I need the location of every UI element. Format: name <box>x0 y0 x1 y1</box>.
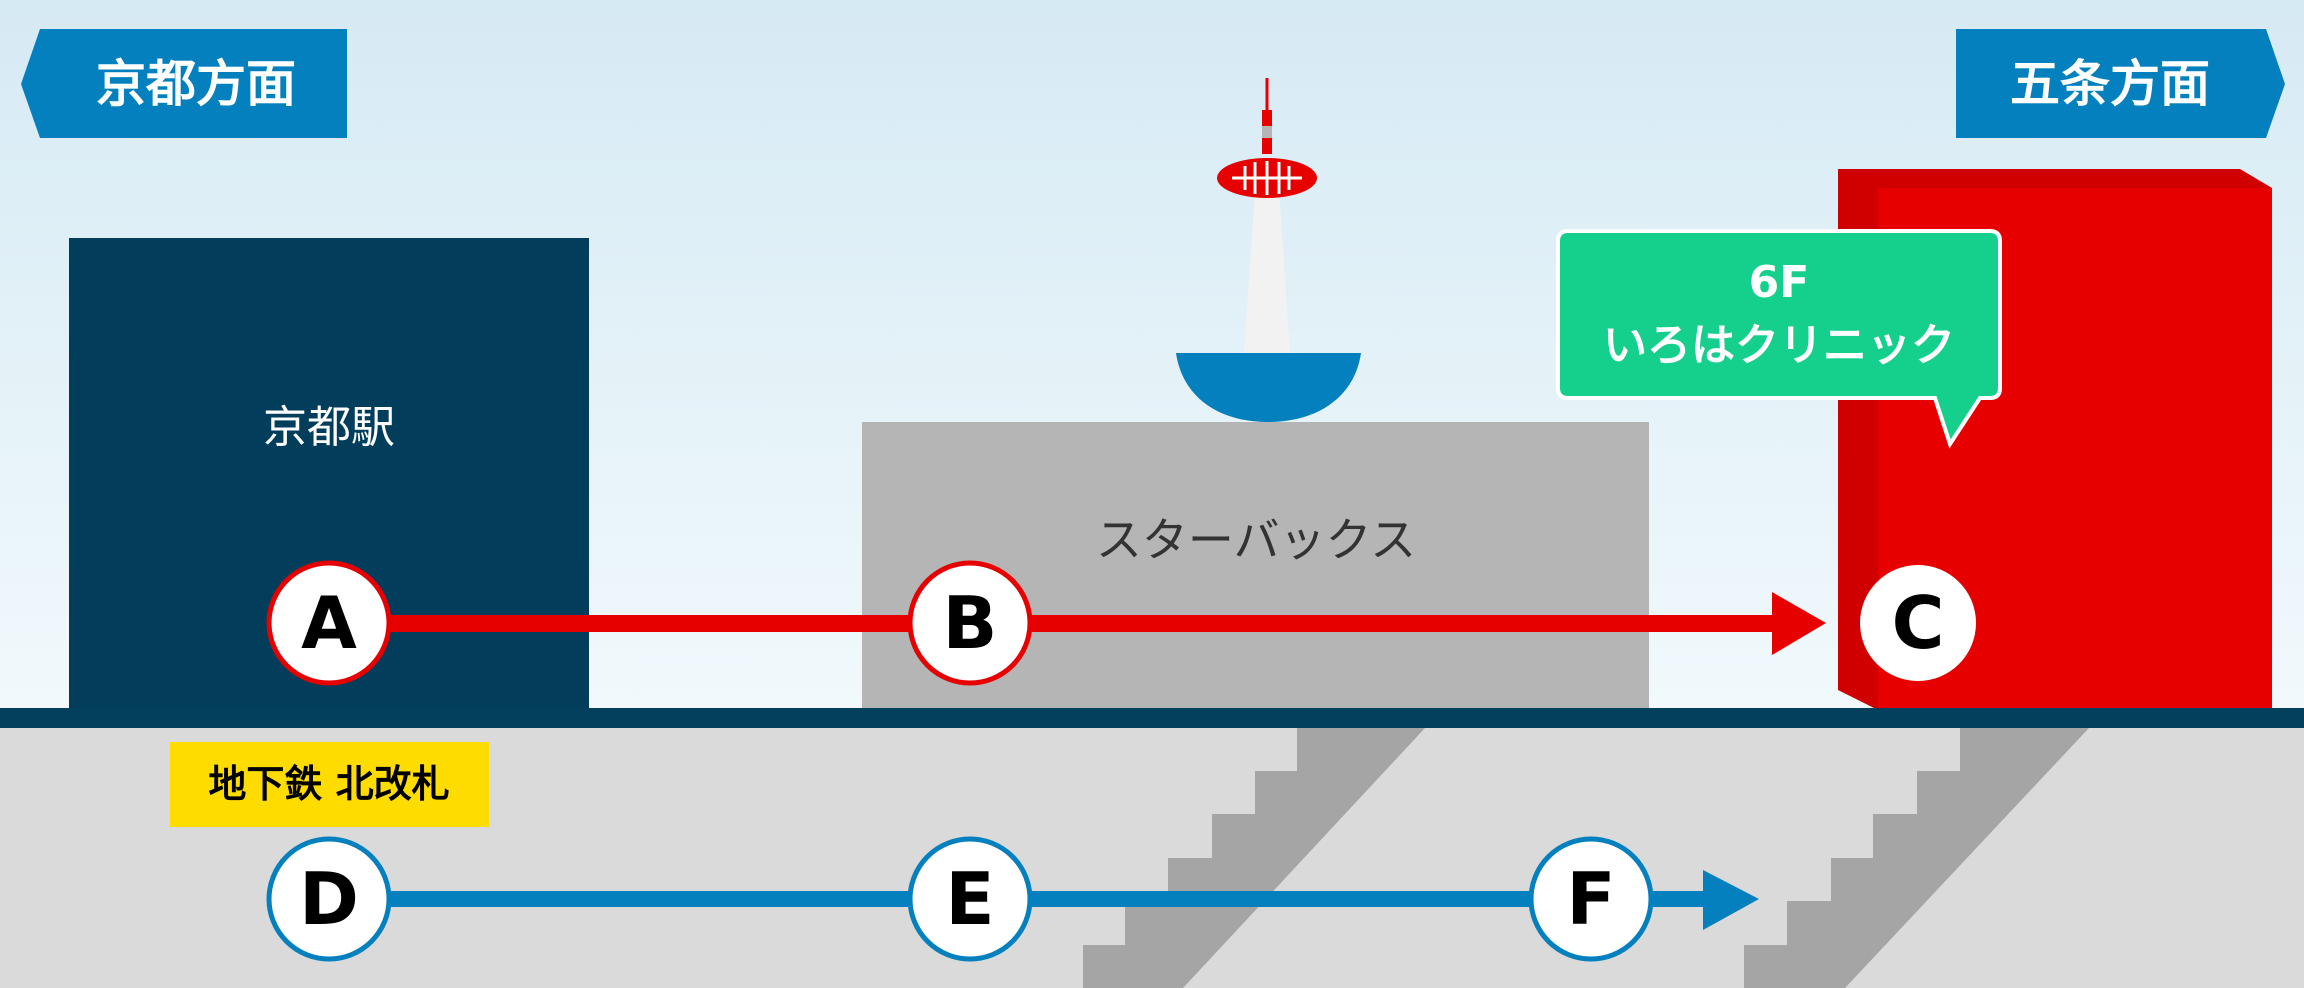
point-e-label: E <box>945 857 994 941</box>
left-arrow-sign-icon <box>21 29 347 138</box>
bubble-clinic-name: いろはクリニック <box>1603 320 1955 371</box>
point-a-label: A <box>301 581 357 665</box>
point-d-label: D <box>299 857 359 941</box>
stairs-1 <box>1083 728 1425 988</box>
point-f[interactable]: F <box>1528 836 1654 962</box>
point-c[interactable]: C <box>1860 565 1976 681</box>
point-b-label: B <box>943 581 998 665</box>
ground-route-arrow-icon <box>1772 592 1826 655</box>
subway-gate-label-box <box>170 742 489 827</box>
ground-route-line <box>329 615 1779 632</box>
sign-left-label: 京都方面 <box>96 55 296 113</box>
point-c-label: C <box>1892 581 1945 665</box>
direction-sign-gojo[interactable]: 五条方面 <box>1956 29 2285 138</box>
point-b[interactable]: B <box>907 560 1033 686</box>
bubble-floor: 6F <box>1749 257 1810 308</box>
station-label: 京都駅 <box>263 402 395 453</box>
kyoto-tower-icon <box>1176 78 1361 422</box>
underground-route-arrow-icon <box>1703 870 1759 930</box>
clinic-speech-bubble: 6F いろはクリニック <box>1556 229 2002 449</box>
stairs-2 <box>1744 728 2089 988</box>
subway-gate-label: 地下鉄 北改札 <box>208 762 449 806</box>
direction-sign-kyoto[interactable]: 京都方面 <box>21 29 347 138</box>
right-arrow-sign-icon <box>1956 29 2285 138</box>
starbucks-label: スターバックス <box>1096 513 1416 567</box>
point-e[interactable]: E <box>907 836 1033 962</box>
point-f-label: F <box>1566 857 1615 941</box>
point-a[interactable]: A <box>266 560 392 686</box>
sign-right-label: 五条方面 <box>2010 55 2210 113</box>
ground-line <box>0 708 2304 728</box>
point-d[interactable]: D <box>266 836 392 962</box>
